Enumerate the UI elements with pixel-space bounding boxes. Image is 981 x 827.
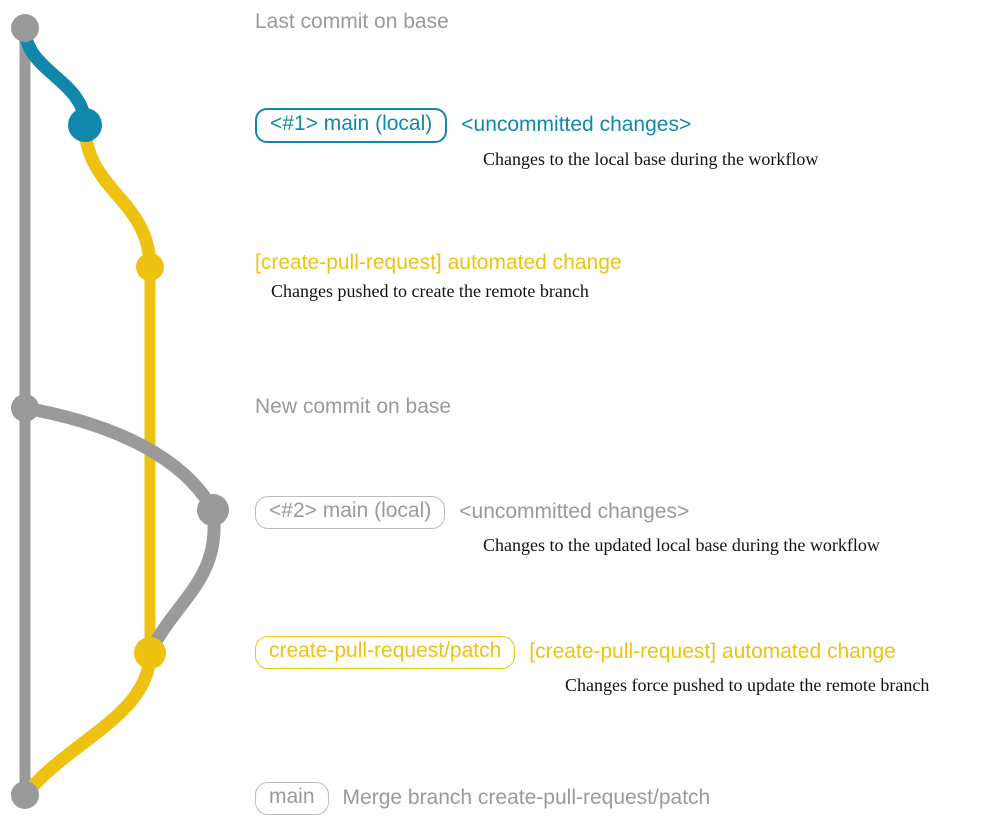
headline: Last commit on base — [255, 10, 449, 34]
headline: <#1> main (local) <uncommitted changes> — [255, 108, 818, 143]
branch-pill-main-local-2[interactable]: <#2> main (local) — [255, 496, 446, 529]
commit-node-merge[interactable] — [11, 781, 39, 809]
commit-subject: <uncommitted changes> — [461, 113, 692, 136]
entry-automated-change-2: create-pull-request/patch [create-pull-r… — [255, 636, 929, 696]
edge-patch-2-to-merge — [18, 646, 157, 802]
edge-local-1-to-patch-1 — [78, 118, 157, 274]
edge-local-2-to-patch-2 — [143, 503, 221, 660]
entry-new-commit-on-base: New commit on base — [255, 395, 452, 419]
headline: [create-pull-request] automated change — [255, 251, 622, 275]
entry-merge-commit: main Merge branch create-pull-request/pa… — [255, 782, 710, 815]
headline: New commit on base — [255, 395, 452, 419]
entry-automated-change-1: [create-pull-request] automated change C… — [255, 251, 622, 302]
entry-local-commit-1: <#1> main (local) <uncommitted changes> … — [255, 108, 818, 170]
commit-node-patch-2[interactable] — [134, 637, 166, 669]
commit-description: Changes to the updated local base during… — [483, 534, 880, 555]
commit-subject: Last commit on base — [255, 10, 449, 33]
commit-node-local-1[interactable] — [68, 108, 102, 142]
branch-pill-main-local-1[interactable]: <#1> main (local) — [255, 108, 448, 143]
commit-subject: [create-pull-request] automated change — [529, 640, 896, 663]
headline: create-pull-request/patch [create-pull-r… — [255, 636, 929, 669]
commit-node-base-1[interactable] — [11, 14, 39, 42]
commit-subject: Merge branch create-pull-request/patch — [342, 786, 711, 809]
headline: <#2> main (local) <uncommitted changes> — [255, 496, 880, 529]
commit-subject: New commit on base — [255, 395, 452, 418]
branch-pill-create-pull-request-patch[interactable]: create-pull-request/patch — [255, 636, 516, 669]
commit-node-local-2[interactable] — [197, 494, 229, 526]
entry-last-commit-on-base: Last commit on base — [255, 10, 449, 34]
commit-node-base-2[interactable] — [11, 394, 39, 422]
branch-pill-main[interactable]: main — [255, 782, 329, 815]
commit-description: Changes force pushed to update the remot… — [565, 674, 930, 695]
commit-subject: <uncommitted changes> — [459, 500, 690, 523]
entry-local-commit-2: <#2> main (local) <uncommitted changes> … — [255, 496, 880, 556]
headline: main Merge branch create-pull-request/pa… — [255, 782, 710, 815]
commit-description: Changes pushed to create the remote bran… — [271, 280, 589, 301]
commit-node-patch-1[interactable] — [136, 253, 164, 281]
edge-base-2-to-local-2 — [18, 401, 220, 517]
commit-description: Changes to the local base during the wor… — [483, 148, 819, 169]
commit-subject: [create-pull-request] automated change — [255, 251, 622, 274]
